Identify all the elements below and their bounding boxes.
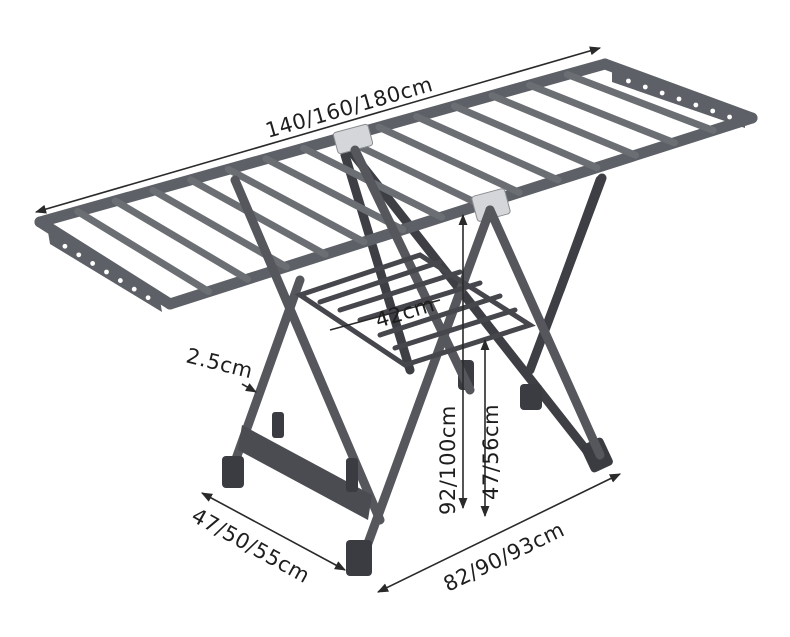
panel-hole bbox=[117, 278, 123, 283]
shoe-holder-right bbox=[346, 458, 358, 492]
dimension-depth: 47/50/55cm bbox=[188, 492, 346, 588]
drying-rung bbox=[74, 207, 213, 296]
depth-label: 47/50/55cm bbox=[188, 503, 314, 588]
drying-rung bbox=[375, 123, 523, 196]
foot-front bbox=[346, 540, 372, 576]
tube-label: 2.5cm bbox=[184, 344, 256, 384]
end-panel-holes bbox=[62, 78, 732, 301]
panel-hole bbox=[62, 243, 68, 249]
drying-rung bbox=[413, 113, 562, 184]
panel-hole bbox=[710, 108, 716, 114]
panel-hole bbox=[676, 96, 682, 102]
drying-rung bbox=[111, 197, 252, 283]
height-total-label: 92/100cm bbox=[436, 405, 460, 515]
panel-hole bbox=[659, 90, 665, 96]
panel-hole bbox=[642, 84, 648, 90]
panel-hole bbox=[727, 114, 732, 120]
shoe-holder-left bbox=[272, 412, 284, 438]
panel-hole bbox=[76, 252, 82, 258]
dimension-tube: 2.5cm bbox=[184, 344, 257, 393]
dimension-height-shelf: 47/56cm bbox=[479, 338, 503, 518]
panel-hole bbox=[104, 269, 109, 275]
base-width-label: 82/90/93cm bbox=[440, 517, 569, 596]
drying-rung bbox=[450, 102, 601, 172]
panel-hole bbox=[626, 78, 631, 84]
lower-shelf bbox=[294, 252, 536, 368]
foot-left bbox=[222, 456, 244, 488]
panel-hole bbox=[90, 261, 96, 266]
panel-hole bbox=[145, 295, 151, 301]
panel-hole bbox=[131, 286, 137, 292]
height-shelf-label: 47/56cm bbox=[479, 404, 503, 500]
panel-hole bbox=[693, 102, 699, 108]
drying-rung bbox=[488, 92, 640, 159]
